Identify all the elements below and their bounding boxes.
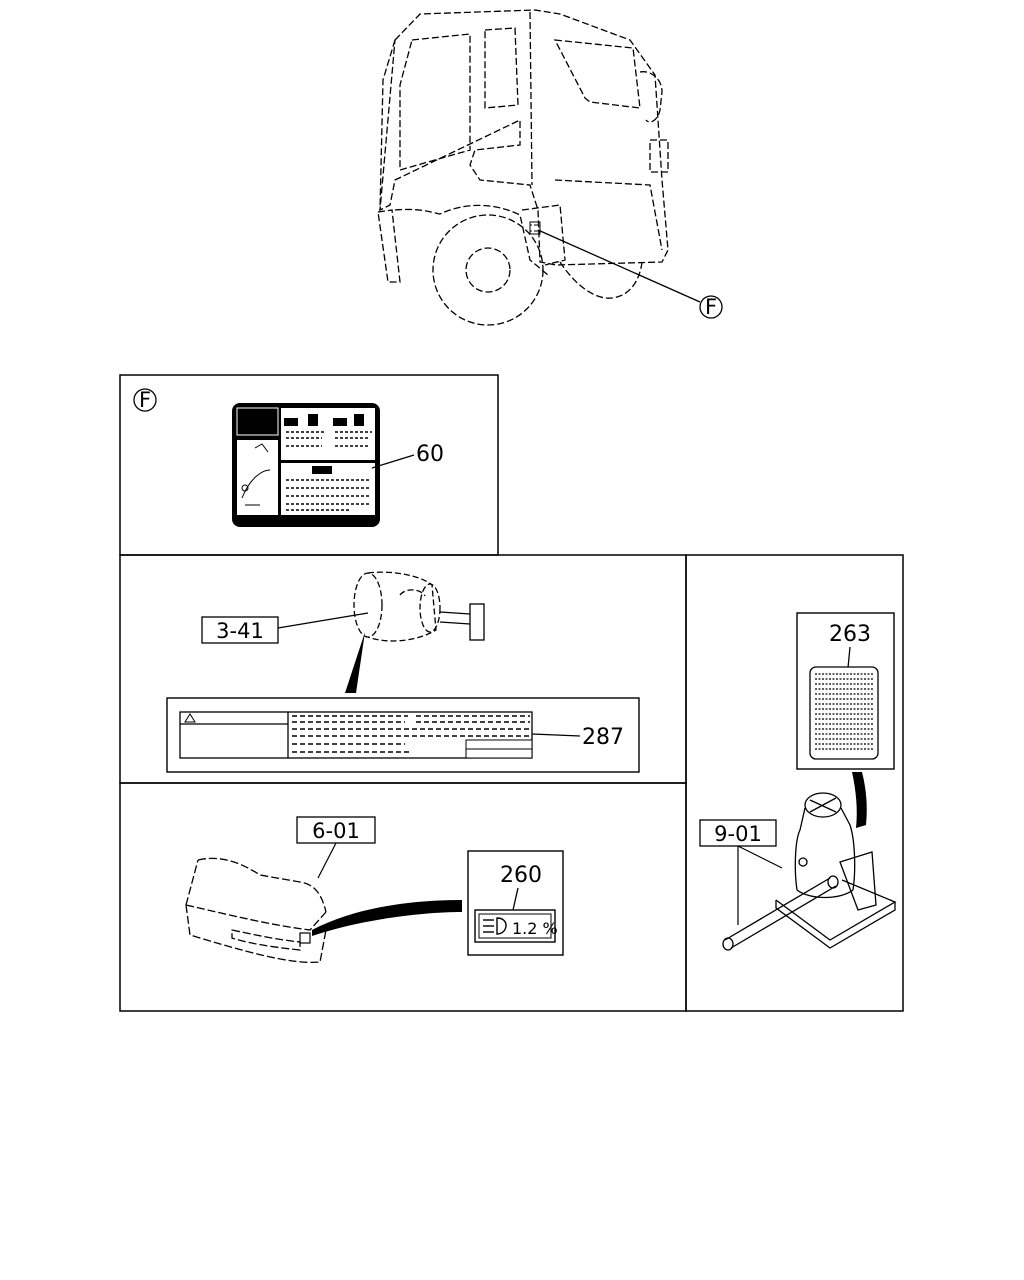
part-number-263: 263 <box>829 622 871 647</box>
decal-263-drawing <box>809 666 879 760</box>
decal-60-drawing <box>232 403 380 527</box>
truck-cab-illustration <box>377 9 669 326</box>
decal-287-drawing <box>179 711 533 759</box>
label-location-marker <box>529 221 701 303</box>
panel-3-41: 3-41 287 <box>166 571 640 773</box>
panel-f-letter: F <box>139 388 151 412</box>
view-f-callout: F <box>699 295 723 319</box>
panel-9-01: 263 <box>699 612 897 951</box>
ref-9-01: 9-01 <box>714 822 762 846</box>
ref-3-41: 3-41 <box>216 619 264 643</box>
view-f-letter: F <box>705 295 717 319</box>
bumper-drawing <box>185 857 327 964</box>
brake-chamber-drawing <box>353 571 441 642</box>
panel-frames <box>119 374 904 1012</box>
part-number-287: 287 <box>582 725 624 750</box>
headlamp-aim-value: 1.2 % <box>512 919 558 938</box>
panel-view-f: F <box>133 388 444 527</box>
panel-6-01: 6-01 260 1.2 % <box>185 816 564 964</box>
bottle-jack-drawing <box>722 792 897 951</box>
part-number-260: 260 <box>500 863 542 888</box>
part-number-60: 60 <box>416 442 444 467</box>
ref-6-01: 6-01 <box>312 819 360 843</box>
decal-260-drawing: 1.2 % <box>474 909 558 943</box>
